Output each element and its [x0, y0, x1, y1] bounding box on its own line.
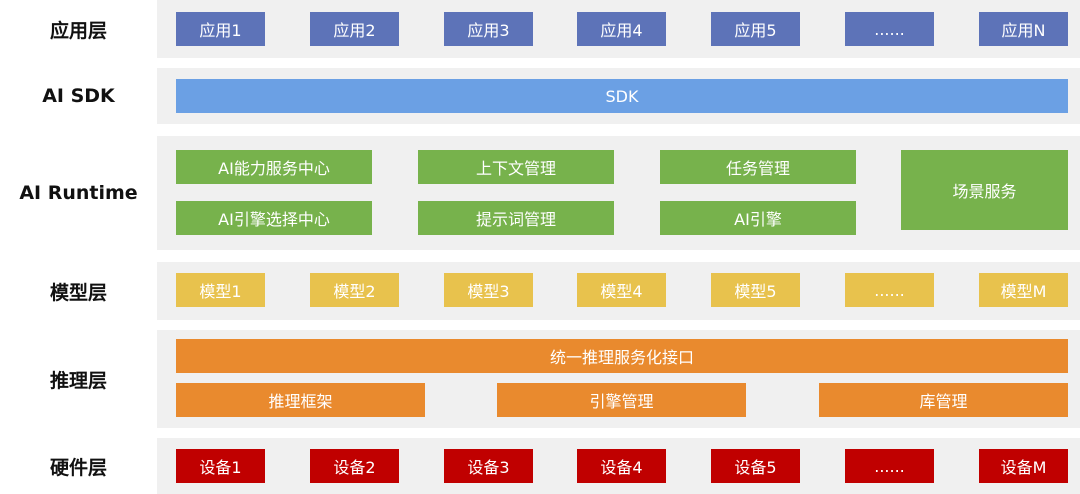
model-box: 模型2 [310, 273, 399, 307]
app-layer-label: 应用层 [49, 19, 107, 42]
device-box-ellipsis: ...... [845, 449, 934, 483]
app-box: 应用N [979, 12, 1068, 46]
model-box: 模型5 [711, 273, 800, 307]
inference-framework-box: 推理框架 [176, 383, 425, 417]
app-box: 应用1 [176, 12, 265, 46]
model-box-ellipsis: ...... [845, 273, 934, 307]
app-box: 应用3 [444, 12, 533, 46]
context-management-box: 上下文管理 [418, 150, 614, 184]
model-box: 模型4 [577, 273, 666, 307]
device-box: 设备5 [711, 449, 800, 483]
device-box: 设备4 [577, 449, 666, 483]
device-box: 设备2 [310, 449, 399, 483]
model-box: 模型M [979, 273, 1068, 307]
prompt-management-box: 提示词管理 [418, 201, 614, 235]
app-box: 应用2 [310, 12, 399, 46]
library-management-box: 库管理 [819, 383, 1068, 417]
task-management-box: 任务管理 [660, 150, 856, 184]
device-box: 设备M [979, 449, 1068, 483]
inference-layer-label: 推理层 [49, 369, 107, 392]
runtime-layer-label: AI Runtime [19, 182, 138, 204]
ai-capability-service-center-box: AI能力服务中心 [176, 150, 372, 184]
app-box: 应用4 [577, 12, 666, 46]
model-box: 模型1 [176, 273, 265, 307]
sdk-layer-label: AI SDK [42, 85, 115, 107]
device-box: 设备1 [176, 449, 265, 483]
ai-engine-box: AI引擎 [660, 201, 856, 235]
model-layer-label: 模型层 [49, 281, 107, 304]
ai-engine-selection-center-box: AI引擎选择中心 [176, 201, 372, 235]
app-box-ellipsis: ...... [845, 12, 934, 46]
app-box: 应用5 [711, 12, 800, 46]
engine-management-box: 引擎管理 [497, 383, 746, 417]
device-box: 设备3 [444, 449, 533, 483]
hardware-layer-label: 硬件层 [49, 456, 107, 479]
scenario-service-box: 场景服务 [901, 150, 1068, 230]
unified-inference-interface-box: 统一推理服务化接口 [176, 339, 1068, 373]
model-box: 模型3 [444, 273, 533, 307]
sdk-box: SDK [176, 79, 1068, 113]
